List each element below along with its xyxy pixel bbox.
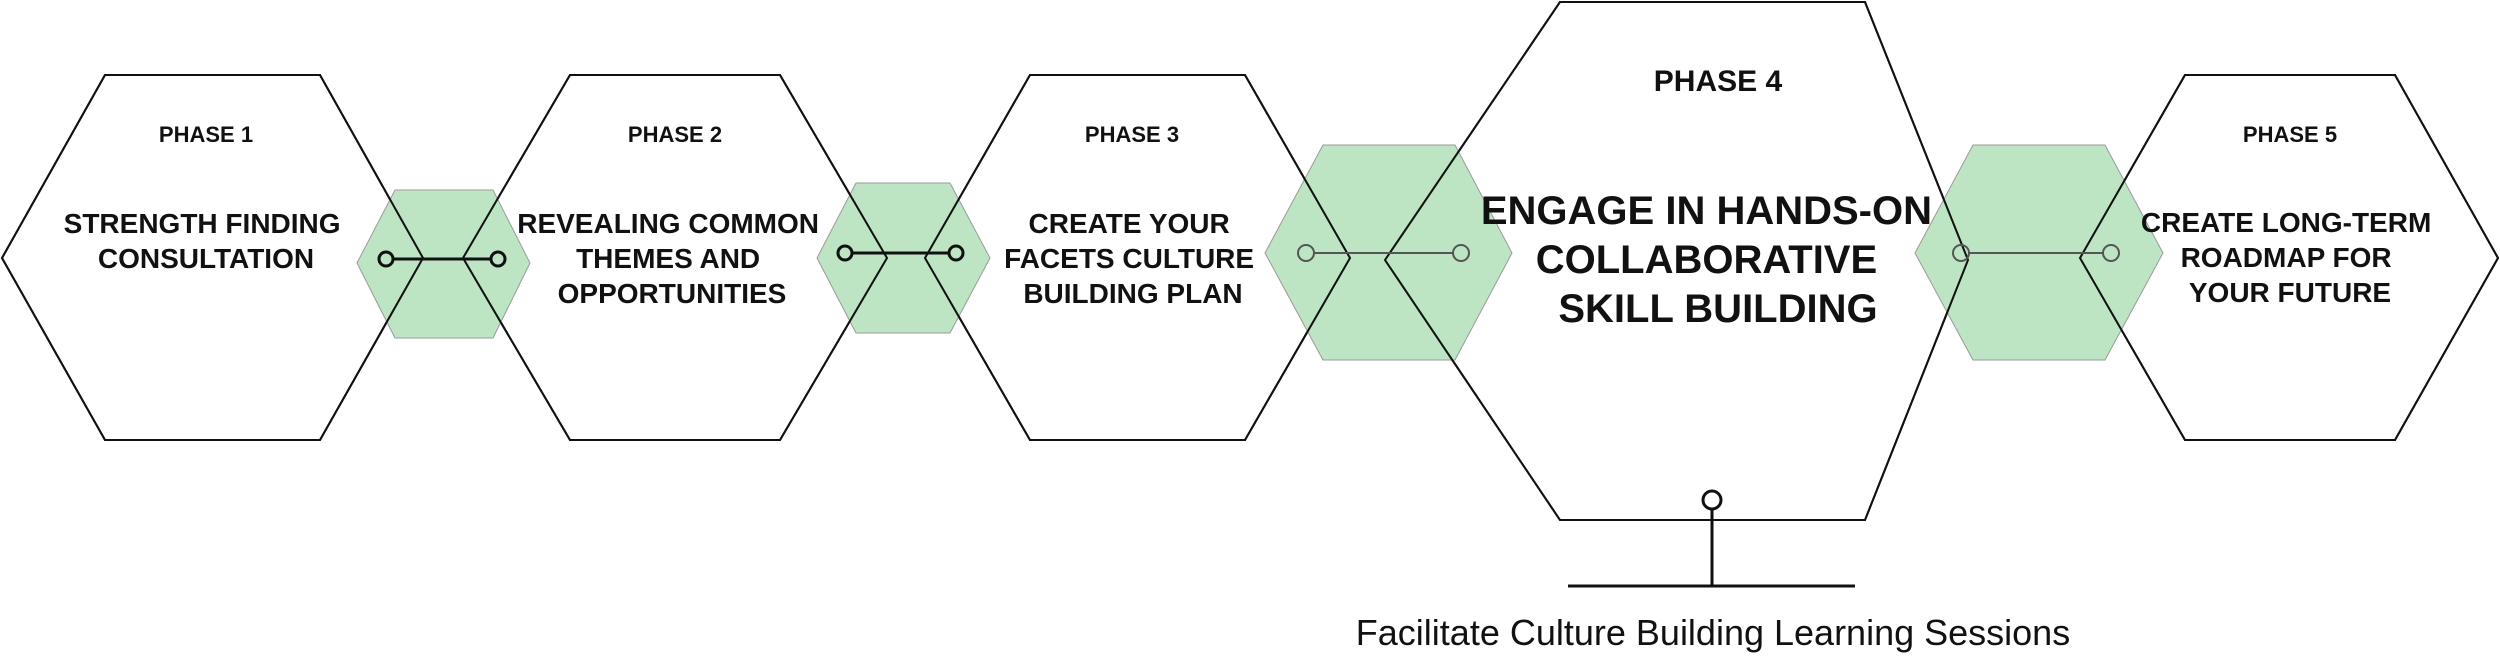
connector-4-right-node bbox=[2102, 244, 2120, 262]
connector-2-link bbox=[836, 244, 965, 262]
connector-1-right-node bbox=[489, 250, 507, 268]
phase-1-title: STRENGTH FINDING CONSULTATION bbox=[64, 208, 349, 274]
connector-3-left-node bbox=[1297, 244, 1315, 262]
connector-2-left-node bbox=[836, 244, 854, 262]
phase-4-border bbox=[1383, 1, 1970, 521]
phase-1-label: PHASE 1 bbox=[159, 122, 253, 147]
phase-2-border bbox=[461, 74, 889, 441]
phase-5-title: CREATE LONG-TERM ROADMAP FOR YOUR FUTURE bbox=[2141, 207, 2439, 308]
connector-3-right-node bbox=[1452, 244, 1470, 262]
phase-4-title: ENGAGE IN HANDS-ON COLLABORATIVE SKILL B… bbox=[1481, 189, 1943, 331]
phase-4-pointer bbox=[1568, 489, 1855, 588]
phase-3-title: CREATE YOUR FACETS CULTURE BUILDING PLAN bbox=[1004, 208, 1262, 309]
connector-3-link bbox=[1297, 244, 1470, 262]
phase-4-caption: Facilitate Culture Building Learning Ses… bbox=[1356, 612, 2070, 653]
connector-1-hexagon bbox=[356, 189, 531, 339]
connector-1-left-node bbox=[377, 250, 395, 268]
phase-5-border bbox=[2078, 74, 2500, 441]
connector-4-left-node bbox=[1952, 244, 1970, 262]
phase-3-border bbox=[923, 74, 1352, 441]
phase-4-label: PHASE 4 bbox=[1654, 65, 1783, 98]
phase-2-label: PHASE 2 bbox=[628, 122, 722, 147]
phase-2-title: REVEALING COMMON THEMES AND OPPORTUNITIE… bbox=[517, 208, 827, 309]
connector-2-right-node bbox=[947, 244, 965, 262]
phase-5-label: PHASE 5 bbox=[2243, 122, 2337, 147]
phase-3-label: PHASE 3 bbox=[1085, 122, 1179, 147]
connector-4-link bbox=[1952, 244, 2120, 262]
connector-1-link bbox=[377, 250, 507, 268]
